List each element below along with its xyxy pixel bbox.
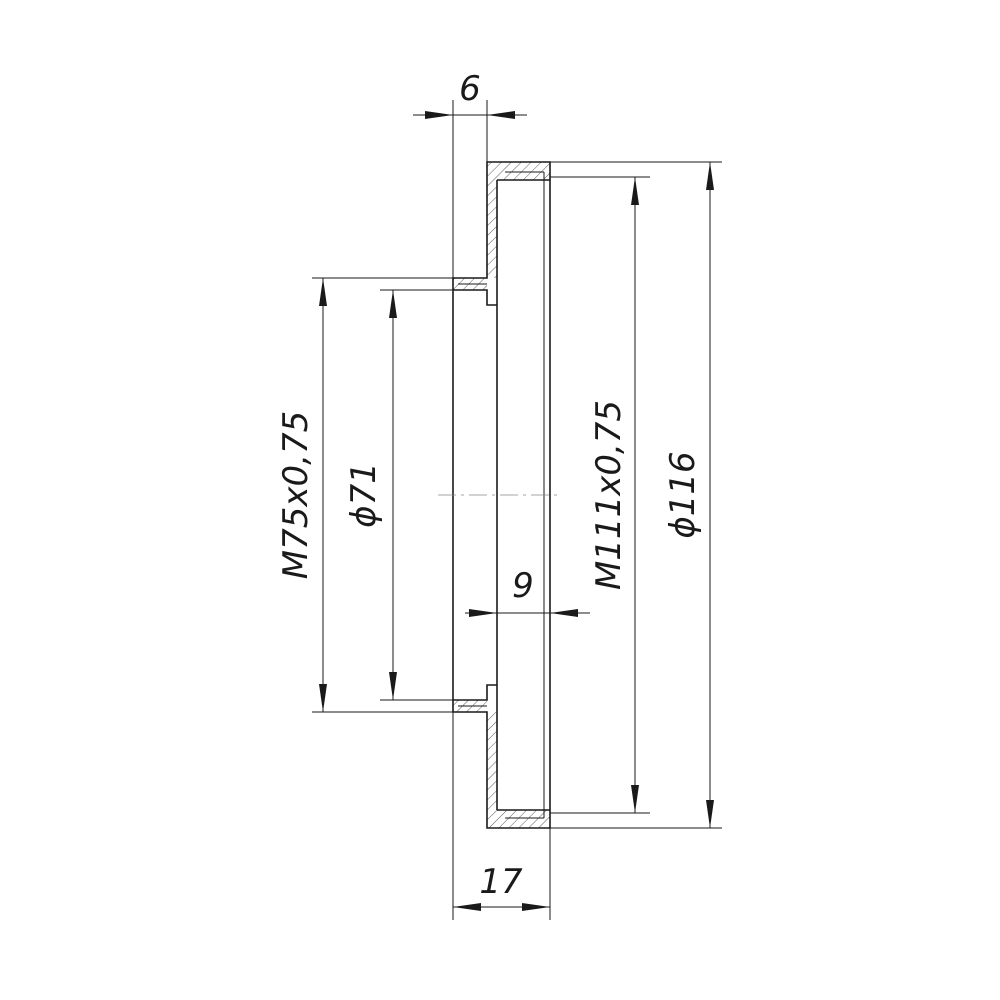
dimension-total-length: 17 bbox=[452, 700, 551, 920]
dimension-small-thread: M75x0,75 bbox=[276, 277, 453, 713]
bore-contour-lower bbox=[453, 684, 497, 701]
dimension-large-thread: M111x0,75 bbox=[550, 176, 650, 814]
outer-contour bbox=[452, 161, 551, 829]
small-thread-label: M75x0,75 bbox=[276, 411, 316, 579]
bore-contour-upper bbox=[453, 289, 497, 306]
dimension-small-diameter: ϕ71 bbox=[344, 289, 453, 701]
dimension-bore-depth: 9 bbox=[465, 566, 590, 617]
bore-depth-label: 9 bbox=[512, 566, 534, 606]
flange-thickness-label: 6 bbox=[459, 69, 481, 109]
dimension-flange-thickness: 6 bbox=[413, 69, 527, 278]
outer-diameter-label: ϕ116 bbox=[663, 451, 703, 538]
total-length-label: 17 bbox=[479, 862, 523, 902]
large-thread-label: M111x0,75 bbox=[589, 400, 629, 590]
small-diameter-label: ϕ71 bbox=[344, 462, 384, 528]
dimension-outer-diameter: ϕ116 bbox=[550, 161, 722, 829]
